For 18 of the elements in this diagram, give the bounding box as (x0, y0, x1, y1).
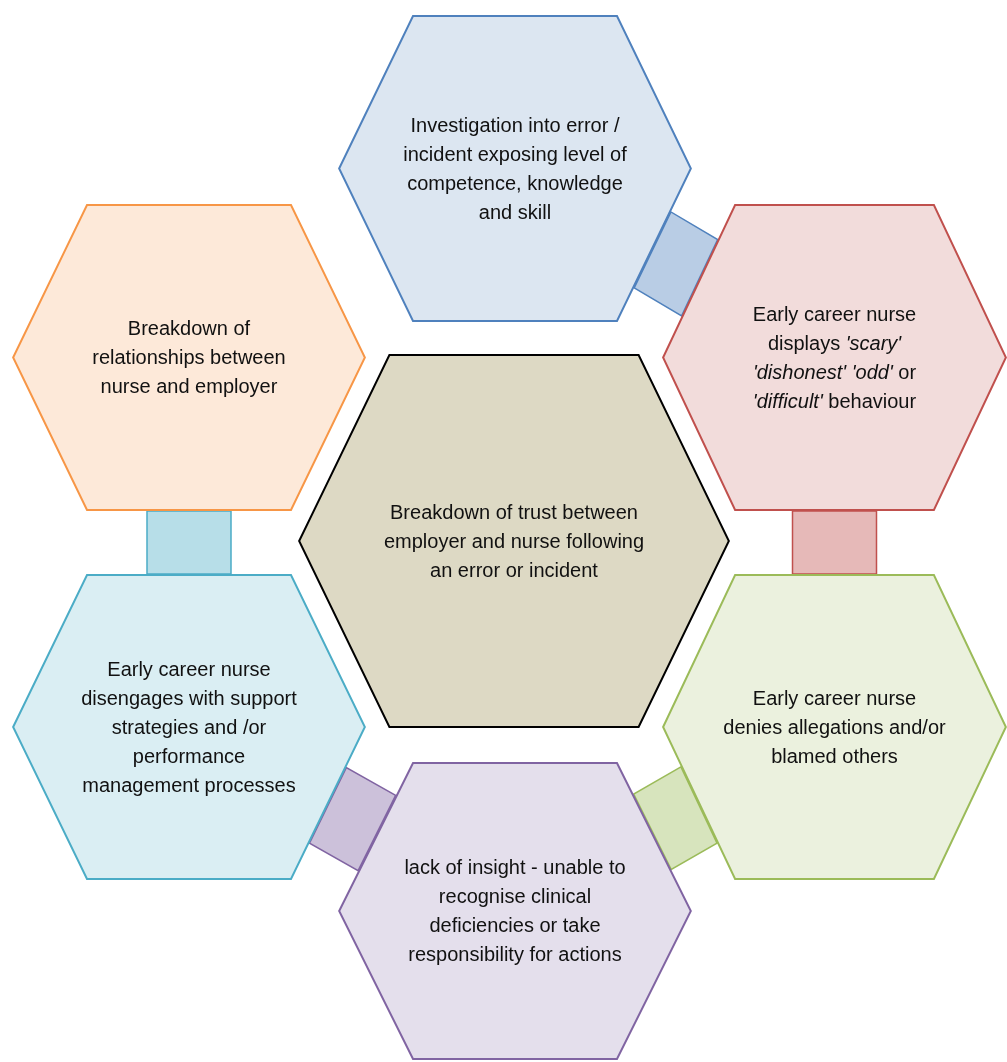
hexagon-text: Breakdown of relationships between nurse and employer (91, 316, 287, 399)
hexagon (12, 204, 366, 511)
hexagon-text: Investigation into error / incident exposing level of competence, knowledge and skill (402, 112, 628, 225)
trapezoid-connector (791, 510, 878, 575)
hexagon-text: lack of insight - unable to recognise clinical deficiencies or take responsibility for actions (403, 855, 627, 967)
hexagon-text: Early career nurse displays 'scary' 'dishonest' 'odd' or 'difficult' behaviour (751, 301, 918, 414)
hexagon (12, 574, 366, 880)
hexagon-text: Early career nurse disengages with support strategies and /or performance management processes (80, 656, 298, 798)
hexagon (338, 762, 692, 1060)
trapezoid-connector (308, 766, 397, 872)
hexagon (338, 15, 692, 322)
trapezoid-connector (633, 210, 719, 317)
hexagon-text: Early career nurse denies allegations and/or blamed others (722, 685, 947, 769)
hexagon (662, 574, 1007, 880)
hexagon-text: Breakdown of trust between employer and nurse following an error or incident (382, 499, 646, 583)
trapezoid-connector (146, 510, 232, 575)
trapezoid-connector (632, 765, 718, 871)
hexagon (662, 204, 1007, 511)
